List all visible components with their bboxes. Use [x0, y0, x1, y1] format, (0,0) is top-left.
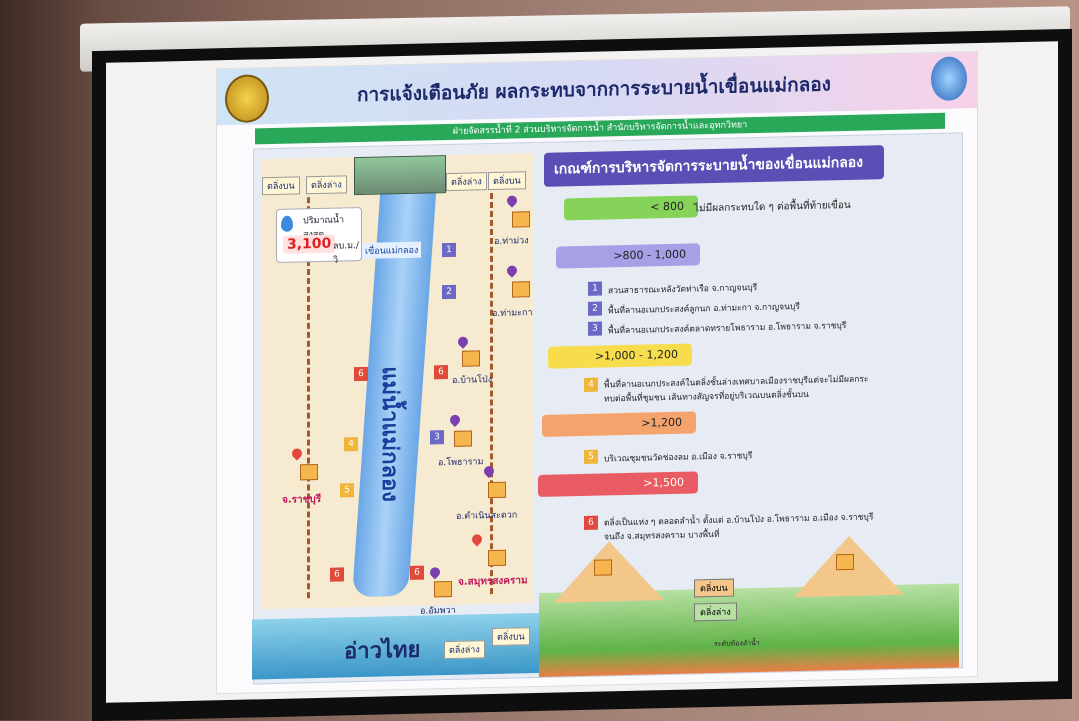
tier-5-bar: >1,500 [538, 471, 698, 497]
dam-label: เขื่อนแม่กลอง [362, 241, 422, 259]
location-pin-icon [504, 193, 520, 208]
item-3-text: พื้นที่ลานอเนกประสงค์ตลาดทรายโพธาราม อ.โ… [608, 321, 847, 337]
house-icon [462, 350, 480, 367]
riverbed-label: ระดับท้องลำน้ำ [714, 638, 760, 649]
water-logo-icon [931, 56, 967, 102]
item-3-marker: 3 [588, 321, 602, 336]
house-icon [434, 580, 452, 598]
projection-screen: การแจ้งเตือนภัย ผลกระทบจากการระบายน้ำเขื… [106, 41, 1058, 703]
item-2-marker: 2 [588, 301, 602, 316]
tier-2-bar: >800 - 1,000 [556, 243, 700, 269]
place-label: อ.ดำเนินสะดวก [456, 510, 518, 522]
province-label: จ.สมุทรสงคราม [458, 575, 528, 588]
house-icon [488, 481, 506, 499]
item-1-text: สวนสาธารณะหลังวัดท่าเรือ จ.กาญจนบุรี [608, 283, 758, 297]
bank-level-label: ตลิ่งล่าง [446, 172, 487, 192]
house-icon [488, 549, 506, 567]
item-4-marker: 4 [584, 377, 598, 392]
house-icon [512, 281, 530, 298]
tier-3-bar: >1,000 - 1,200 [548, 343, 692, 369]
place-label: อ.โพธาราม [438, 457, 484, 469]
slide: การแจ้งเตือนภัย ผลกระทบจากการระบายน้ำเขื… [216, 51, 978, 695]
location-pin-icon [455, 334, 471, 349]
river-label: แม่น้ำแม่กลอง [377, 366, 402, 503]
location-pin-icon [447, 412, 463, 427]
place-label: อ.ท่ามะกา [492, 308, 533, 320]
marker-5: 5 [340, 483, 354, 498]
bank-level-label: ตลิ่งบน [488, 171, 526, 191]
marker-2: 2 [442, 284, 456, 300]
marker-4: 4 [344, 437, 358, 452]
slide-title: การแจ้งเตือนภัย ผลกระทบจากการระบายน้ำเขื… [357, 73, 831, 107]
river-map: แม่น้ำแม่กลอง เขื่อนแม่กลอง ปริมาณน้ำสูง… [262, 153, 534, 617]
bank-level-label: ตลิ่งบน [492, 627, 530, 647]
item-2-text: พื้นที่ลานอเนกประสงค์ลูกนก อ.ท่ามะกา จ.ก… [608, 302, 800, 317]
bank-level-label: ตลิ่งล่าง [306, 175, 347, 195]
marker-6: 6 [330, 567, 344, 582]
item-4-text: พื้นที่ลานอเนกประสงค์ในตลิ่งชั้นล่างเทศบ… [604, 374, 869, 405]
royal-irrigation-logo-icon [225, 74, 269, 124]
house-icon [836, 553, 854, 571]
lower-bank-label: ตลิ่งล่าง [694, 602, 737, 622]
tier-1-note: ไม่มีผลกระทบใด ๆ ต่อพื้นที่ท้ายเขื่อน [694, 199, 851, 215]
bank-level-label: ตลิ่งล่าง [444, 640, 485, 660]
dam-icon [354, 155, 446, 196]
place-label: อ.ท่าม่วง [494, 236, 529, 247]
max-flow-unit: ลบ.ม./วิ [333, 241, 359, 266]
marker-3: 3 [430, 430, 444, 445]
item-6-marker: 6 [584, 515, 598, 530]
house-icon [512, 211, 530, 228]
bank-level-label: ตลิ่งบน [262, 176, 300, 196]
item-1-marker: 1 [588, 281, 602, 296]
wall [0, 0, 110, 720]
criteria-heading: เกณฑ์การบริหารจัดการระบายน้ำของเขื่อนแม่… [544, 145, 884, 187]
max-flow-value: 3,100 [283, 234, 336, 254]
item-5-text: บริเวณชุมชนวัดช่องลม อ.เมือง จ.ราชบุรี [604, 451, 753, 465]
province-pin-icon [289, 446, 305, 461]
house-icon [300, 463, 318, 481]
marker-1: 1 [442, 242, 456, 258]
max-flow-box: ปริมาณน้ำสูงสุด 3,100 ลบ.ม./วิ [276, 206, 362, 266]
marker-6: 6 [410, 565, 424, 580]
marker-6: 6 [354, 366, 368, 382]
house-icon [594, 559, 612, 576]
location-pin-icon [504, 263, 520, 278]
location-pin-icon [427, 565, 443, 580]
place-label: อ.บ้านโป่ง [452, 375, 493, 386]
water-drop-icon [281, 215, 293, 232]
house-icon [454, 430, 472, 447]
province-label: จ.ราชบุรี [282, 493, 322, 506]
tier-1-bar: < 800 [564, 195, 698, 221]
infographic-panel: แม่น้ำแม่กลอง เขื่อนแม่กลอง ปริมาณน้ำสูง… [252, 132, 963, 685]
upper-bank-label: ตลิ่งบน [694, 578, 734, 598]
item-5-marker: 5 [584, 449, 598, 464]
province-pin-icon [469, 532, 485, 547]
tier-4-bar: >1,200 [542, 411, 696, 437]
marker-6: 6 [434, 365, 448, 380]
sea-label: อ่าวไทย [344, 637, 421, 665]
